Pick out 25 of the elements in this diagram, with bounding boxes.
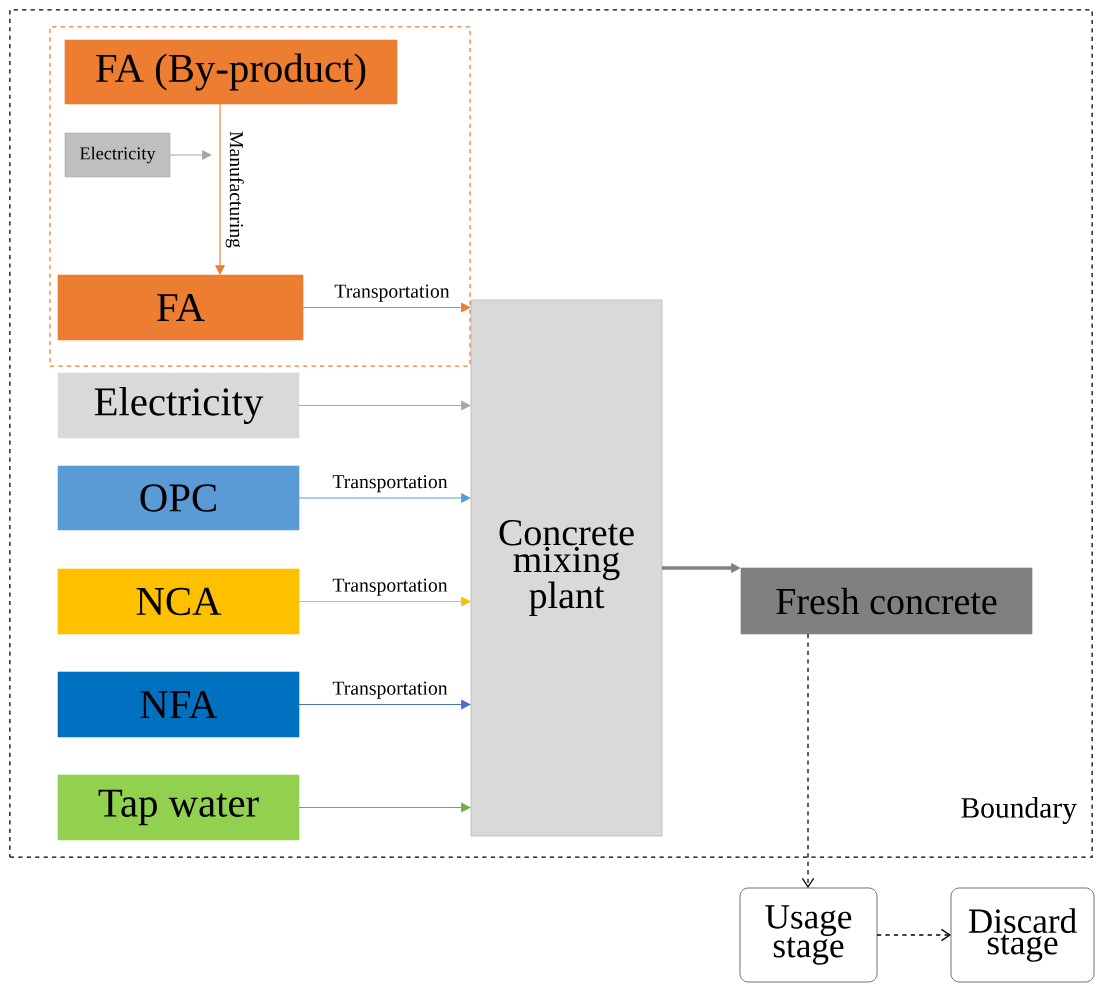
edge-label: Transportation xyxy=(331,680,449,701)
edge-label: Transportation xyxy=(331,577,449,598)
process-box: Electricity xyxy=(64,132,171,178)
process-box: FA xyxy=(57,274,304,341)
input-box: Tap water xyxy=(57,774,300,841)
stage-box: Usage stage xyxy=(739,887,878,983)
arrow xyxy=(801,633,815,888)
edge-label: Manufacturing xyxy=(224,129,246,250)
arrow xyxy=(298,596,471,607)
input-box: OPC xyxy=(57,465,300,531)
plant-box: Concrete mixing plant xyxy=(470,299,663,837)
edge-label: Transportation xyxy=(333,283,451,304)
arrow xyxy=(298,802,471,813)
product-box: Fresh concrete xyxy=(740,567,1033,635)
arrow xyxy=(302,302,471,313)
process-box: FA (By-product) xyxy=(64,39,398,105)
arrow xyxy=(298,400,471,411)
input-box: NCA xyxy=(57,568,300,635)
stage-box: Discard stage xyxy=(950,887,1095,983)
input-box: NFA xyxy=(57,671,300,738)
input-box: Electricity xyxy=(57,372,300,439)
group-box xyxy=(49,26,471,367)
edge-label: Transportation xyxy=(331,473,449,494)
arrow xyxy=(298,699,471,710)
arrow xyxy=(876,928,951,942)
